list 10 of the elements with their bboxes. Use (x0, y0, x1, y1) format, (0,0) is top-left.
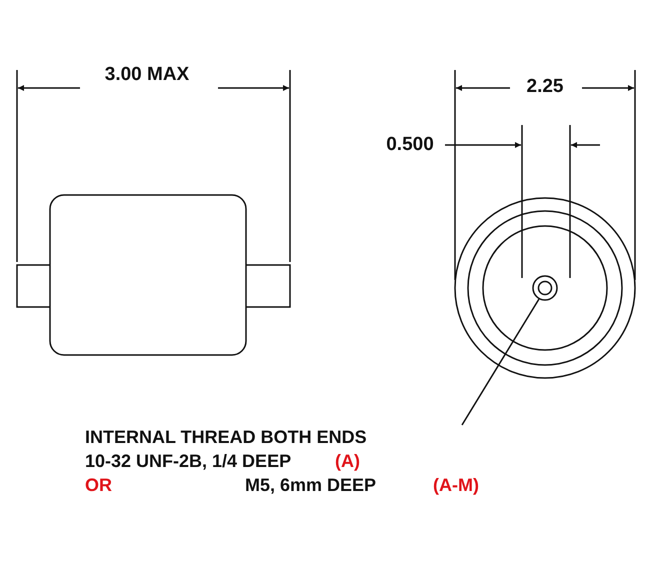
note-text: (A-M) (433, 474, 479, 497)
leader-line (461, 298, 540, 426)
note-text: INTERNAL THREAD BOTH ENDS (85, 426, 367, 449)
dimension-label: 0.500 (385, 134, 435, 156)
note-text: 10-32 UNF-2B, 1/4 DEEP (85, 450, 292, 473)
note-text: (A) (335, 450, 360, 473)
dimension-label: 2.25 (526, 76, 564, 98)
note-text: OR (85, 474, 112, 497)
note-text: M5, 6mm DEEP (245, 474, 376, 497)
dimension-label: 3.00 MAX (104, 64, 190, 86)
